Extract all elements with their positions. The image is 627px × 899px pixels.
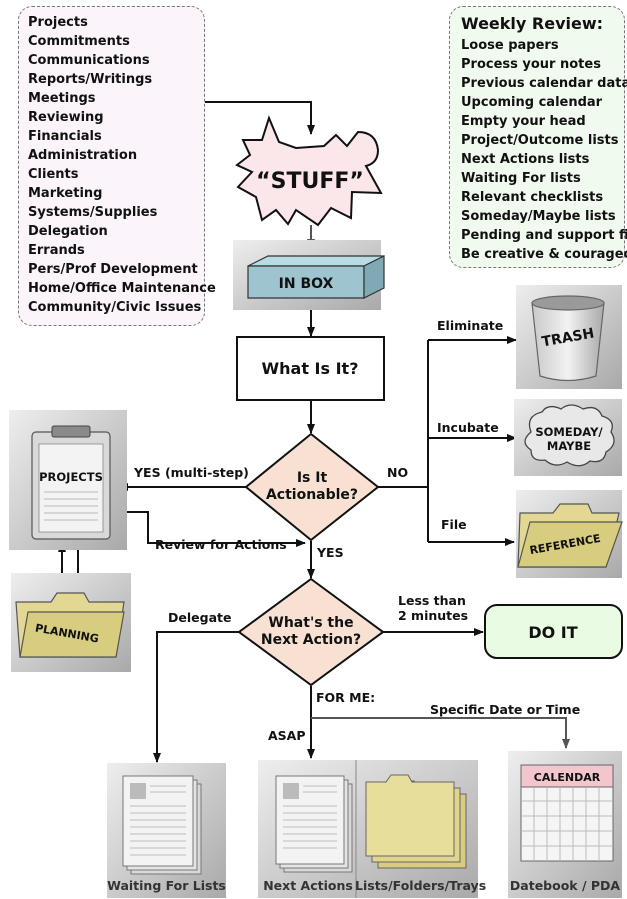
reference-node: REFERENCE <box>516 490 623 578</box>
stuff-source-item: Systems/Supplies <box>28 205 158 220</box>
stuff-source-item: Pers/Prof Development <box>28 262 198 277</box>
stuff-source-item: Reviewing <box>28 110 104 125</box>
edge-label-less-than-1: Less than <box>398 593 466 608</box>
weekly-review-item: Empty your head <box>461 114 586 129</box>
cloud-icon <box>524 404 615 467</box>
stuff-source-item: Clients <box>28 167 79 182</box>
stuff-node: “STUFF” <box>235 115 383 227</box>
edge-label-asap: ASAP <box>268 728 306 743</box>
stuff-source-item: Marketing <box>28 186 103 201</box>
weekly-review-item: Project/Outcome lists <box>461 133 619 148</box>
stuff-source-item: Delegation <box>28 224 108 239</box>
weekly-review-item: Someday/Maybe lists <box>461 209 616 224</box>
actionable-decision: Is It Actionable? <box>244 432 380 542</box>
weekly-review-item: Loose papers <box>461 38 559 53</box>
someday-line2: MAYBE <box>547 439 591 453</box>
trash-can-icon <box>531 302 605 382</box>
do-it-node: DO IT <box>484 604 623 659</box>
inbox-label: IN BOX <box>279 276 334 292</box>
edge-label-delegate: Delegate <box>168 610 232 625</box>
stuff-source-item: Community/Civic Issues <box>28 300 202 315</box>
stuff-source-item: Home/Office Maintenance <box>28 281 216 296</box>
next-action-decision: What's the Next Action? <box>237 577 385 687</box>
stuff-source-item: Commitments <box>28 34 130 49</box>
someday-line1: SOMEDAY/ <box>535 425 603 439</box>
next-actions-node <box>258 760 478 898</box>
edge-label-eliminate: Eliminate <box>437 318 504 333</box>
weekly-review-item: Next Actions lists <box>461 152 590 167</box>
edge-label-file: File <box>441 517 467 532</box>
edge-no-trunk <box>378 340 429 542</box>
caption-lists-folders-trays: Lists/Folders/Trays <box>355 878 487 893</box>
weekly-review-item: Relevant checklists <box>461 190 604 205</box>
weekly-review-item: Waiting For lists <box>461 171 581 186</box>
edge-label-review-actions: Review for Actions <box>155 537 287 552</box>
someday-node: SOMEDAY/ MAYBE <box>514 399 622 476</box>
weekly-review-title: Weekly Review: <box>461 14 604 33</box>
caption-datebook-pda: Datebook / PDA <box>509 878 621 893</box>
caption-waiting-for-lists: Waiting For Lists <box>107 878 226 893</box>
edge-review-actions <box>119 511 306 547</box>
weekly-review-item: Pending and support files <box>461 228 627 243</box>
planning-node: PLANNING <box>11 573 131 672</box>
stuff-source-item: Errands <box>28 243 85 258</box>
calendar-header <box>520 764 614 788</box>
trash-node: TRASH <box>516 285 622 389</box>
weekly-review-item: Previous calendar data <box>461 76 627 91</box>
edge-label-incubate: Incubate <box>437 420 499 435</box>
edge-label-no: NO <box>387 465 409 480</box>
next-action-line1: What's the <box>268 615 353 631</box>
stuff-source-item: Projects <box>28 15 88 30</box>
what-is-it-node: What Is It? <box>236 336 385 401</box>
weekly-review-item: Process your notes <box>461 57 601 72</box>
edge-label-yes: YES <box>317 545 344 560</box>
edge-label-specific-time: Specific Date or Time <box>430 702 581 717</box>
projects-label: PROJECTS <box>39 470 103 484</box>
stuff-source-item: Financials <box>28 129 102 144</box>
actionable-line1: Is It <box>297 470 328 486</box>
stuff-source-item: Reports/Writings <box>28 72 153 87</box>
waiting-for-node <box>107 763 226 898</box>
inbox-node: IN BOX <box>233 240 385 310</box>
weekly-review-item: Be creative & courageous <box>461 247 627 262</box>
stuff-source-item: Communications <box>28 53 150 68</box>
actionable-line2: Actionable? <box>266 487 358 503</box>
edge-specific-time <box>311 717 570 749</box>
stuff-source-item: Administration <box>28 148 138 163</box>
what-is-it-label: What Is It? <box>262 359 359 378</box>
caption-next-actions: Next Actions <box>263 878 353 893</box>
edge-delegate <box>153 631 239 763</box>
stuff-label: “STUFF” <box>256 169 364 194</box>
calendar-node: CALENDAR <box>508 751 622 898</box>
calendar-label: CALENDAR <box>534 771 601 784</box>
edge-label-less-than-2: 2 minutes <box>398 608 469 623</box>
do-it-label: DO IT <box>528 623 577 642</box>
projects-node: PROJECTS <box>9 410 127 550</box>
stuff-source-item: Meetings <box>28 91 96 106</box>
weekly-review-item: Upcoming calendar <box>461 95 603 110</box>
next-action-line2: Next Action? <box>261 632 361 648</box>
folders-trays-icon <box>365 774 467 869</box>
edge-label-for-me: FOR ME: <box>316 690 376 705</box>
edge-sources-to-stuff <box>205 101 315 135</box>
edge-label-yes-multistep: YES (multi-step) <box>134 465 249 480</box>
